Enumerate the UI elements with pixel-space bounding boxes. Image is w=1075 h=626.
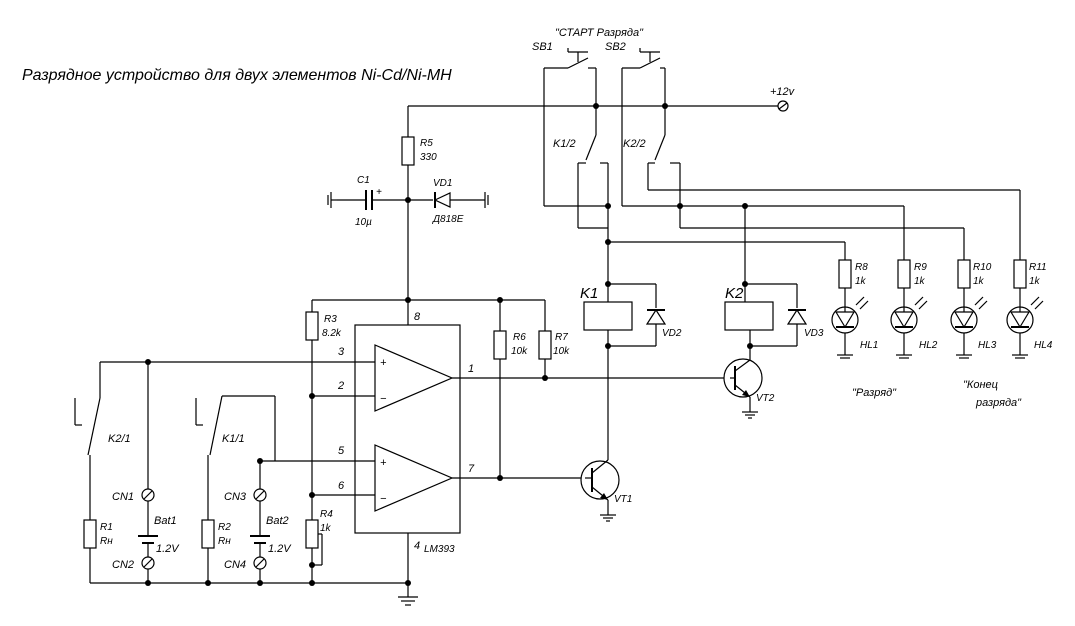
vt1-transistor: VT1 [580, 459, 632, 522]
comp2-plus: + [380, 457, 387, 469]
r11-label: R11 [1029, 262, 1047, 273]
bat2-label: Bat2 [266, 515, 289, 527]
r2-value: Rн [218, 536, 231, 547]
r4-resistor: R4 1k [305, 509, 333, 583]
r7-value: 10k [553, 346, 570, 357]
vd2-label: VD2 [662, 328, 682, 339]
ground-symbol [398, 596, 418, 606]
diagram-title: Разрядное устройство для двух элементов … [22, 67, 452, 84]
c1-capacitor: C1 + 10µ [327, 175, 408, 228]
r4-label: R4 [320, 509, 333, 520]
r3-label: R3 [324, 314, 337, 325]
r9-label: R9 [914, 262, 927, 273]
pin6-label: 6 [338, 480, 345, 492]
start-button-label: "СТАРТ Разряда" [555, 27, 644, 39]
chip-label: LM393 [424, 544, 455, 555]
led-indicator-1: R8 1k HL1 [831, 259, 878, 359]
sb2-label: SB2 [605, 41, 626, 53]
c1-label: C1 [357, 175, 370, 186]
led-indicator-3: R10 1k HL3 [950, 259, 997, 359]
sb1-label: SB1 [532, 41, 553, 53]
comp1-plus: + [380, 357, 387, 369]
supply-bus: +12v [407, 86, 796, 120]
k1-relay: K1 [580, 242, 656, 460]
k1-2-label: K1/2 [553, 138, 576, 150]
cn2-label: CN2 [112, 559, 134, 571]
k2-2-contact: K2/2 [623, 106, 1020, 206]
end-caption-line1: "Конец [963, 379, 998, 391]
pin2-label: 2 [337, 380, 344, 392]
vt1-label: VT1 [614, 494, 632, 505]
comp1-minus: − [380, 393, 387, 405]
k1-2-contact: K1/2 [553, 106, 609, 229]
cn4-label: CN4 [224, 559, 246, 571]
c1-plus: + [376, 187, 382, 198]
k2-2-label: K2/2 [623, 138, 646, 150]
r8-value: 1k [855, 276, 867, 287]
k2-label: K2 [725, 285, 744, 302]
r4-value: 1k [320, 523, 332, 534]
r1-value: Rн [100, 536, 113, 547]
bat1-label: Bat1 [154, 515, 177, 527]
r8-label: R8 [855, 262, 868, 273]
pin4-label: 4 [414, 540, 420, 552]
r7-label: R7 [555, 332, 568, 343]
pin8-label: 8 [414, 311, 421, 323]
hl3-label: HL3 [978, 340, 997, 351]
cn3-label: CN3 [224, 491, 247, 503]
vt2-transistor: VT2 [723, 358, 775, 419]
discharge-caption: "Разряд" [852, 387, 897, 399]
bat2-value: 1.2V [268, 543, 292, 555]
battery-circuit-2: K1/1 R2 Rн CN3 CN4 Bat2 1.2V [195, 395, 411, 586]
cn1-label: CN1 [112, 491, 134, 503]
comp2-minus: − [380, 493, 387, 505]
sb1-button: SB1 [532, 41, 597, 206]
vd1-label: VD1 [433, 178, 452, 189]
k2-1-label: K2/1 [108, 433, 131, 445]
vd3-diode: VD3 [786, 284, 824, 346]
pin1-label: 1 [468, 363, 474, 375]
r1-label: R1 [100, 522, 113, 533]
pin7-label: 7 [468, 463, 475, 475]
r10-value: 1k [973, 276, 985, 287]
r11-value: 1k [1029, 276, 1041, 287]
r7-resistor: R7 10k [538, 300, 570, 381]
r6-value: 10k [511, 346, 528, 357]
supply-label: +12v [770, 86, 796, 98]
r5-label: R5 [420, 138, 433, 149]
led-indicator-4: R11 1k HL4 [1006, 259, 1053, 359]
vd1-value: Д818Е [432, 214, 464, 225]
r3-resistor: R3 8.2k [305, 299, 545, 520]
r6-resistor: R6 10k [493, 297, 528, 481]
c1-value: 10µ [355, 217, 372, 228]
r5-value: 330 [420, 152, 437, 163]
pin3-label: 3 [338, 346, 345, 358]
k2-relay: K2 [724, 281, 797, 360]
control-wires [544, 190, 1021, 284]
led-indicator-2: R9 1k HL2 [890, 259, 938, 359]
r6-label: R6 [513, 332, 526, 343]
pin5-label: 5 [338, 445, 345, 457]
k1-label: K1 [580, 285, 598, 302]
hl4-label: HL4 [1034, 340, 1053, 351]
vd3-label: VD3 [804, 328, 824, 339]
hl1-label: HL1 [860, 340, 878, 351]
vd2-diode: VD2 [645, 284, 682, 346]
vd1-zener: VD1 Д818Е [408, 178, 489, 225]
k1-1-label: K1/1 [222, 433, 245, 445]
bat1-value: 1.2V [156, 543, 180, 555]
r5-resistor: R5 330 [401, 120, 437, 300]
lm393-chip: LM393 8 4 + − + − 3 2 5 6 1 7 [100, 297, 730, 597]
vt2-label: VT2 [756, 393, 775, 404]
r9-value: 1k [914, 276, 926, 287]
sb2-button: SB2 [605, 41, 666, 206]
r3-value: 8.2k [322, 328, 342, 339]
r10-label: R10 [973, 262, 992, 273]
end-caption-line2: разряда" [975, 397, 1022, 409]
r2-label: R2 [218, 522, 231, 533]
hl2-label: HL2 [919, 340, 938, 351]
